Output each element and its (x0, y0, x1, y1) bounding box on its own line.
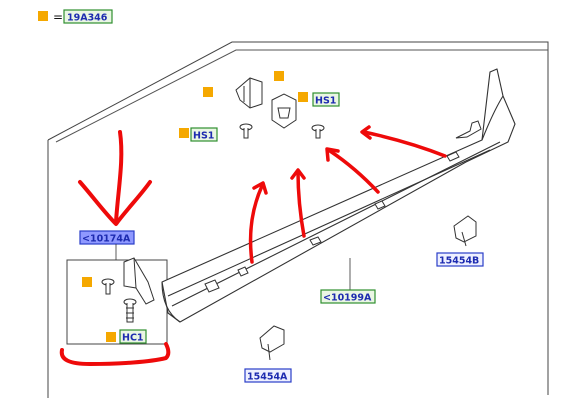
red-down-arrow (78, 130, 152, 226)
svg-text:HC1: HC1 (122, 333, 144, 344)
inset-screw (123, 298, 137, 323)
svg-text:15454A: 15454A (247, 372, 288, 383)
legend-code: 19A346 (67, 13, 108, 24)
callout-hc1: HC1 (119, 329, 147, 344)
push-pin-right (311, 124, 325, 139)
clip-4 (374, 200, 386, 210)
arrow-2 (296, 170, 306, 238)
arrow-3 (328, 149, 380, 194)
svg-text:HS1: HS1 (193, 131, 214, 142)
red-arrows (248, 125, 447, 264)
outer-frame (47, 41, 549, 398)
svg-text:<10199A: <10199A (323, 293, 372, 304)
clip-3 (309, 236, 322, 246)
callout-15454b: 15454B (436, 252, 484, 267)
callout-15454a: 15454A (244, 368, 292, 383)
inset-bracket (123, 257, 155, 305)
legend-marker-square (38, 11, 48, 21)
top-clips (235, 77, 297, 129)
bracket-clip (235, 77, 263, 109)
legend-equals: = (53, 10, 63, 24)
inset-push-pin (101, 278, 115, 295)
inset-marker-square-a (82, 277, 92, 287)
arrow-2-head (290, 168, 306, 180)
inset-marker-square-b (106, 332, 116, 342)
push-pin-left (239, 123, 253, 139)
svg-text:HS1: HS1 (315, 96, 336, 107)
retainer-clip (271, 93, 297, 129)
clip-15454a (259, 325, 285, 361)
arrow-4 (362, 130, 447, 158)
marker-square-a (203, 87, 213, 97)
svg-text:<10174A: <10174A (82, 234, 131, 245)
callout-10199a: <10199A (320, 289, 376, 304)
marker-square-c (298, 92, 308, 102)
legend: = 19A346 (38, 9, 113, 24)
clip-5 (446, 151, 460, 162)
inner-frame (55, 49, 548, 143)
inset-box (66, 259, 168, 345)
callout-10174a: <10174A (79, 230, 135, 245)
moulding-clips (204, 120, 482, 293)
marker-square-b (274, 71, 284, 81)
clip-2 (237, 266, 249, 277)
arrow-1 (248, 184, 264, 264)
clip-6 (455, 120, 482, 139)
legend-code-box (63, 9, 113, 24)
arrow-1-head (252, 181, 268, 195)
arrow-3-head (325, 147, 340, 162)
arrow-4-head (360, 125, 372, 140)
marker-square-d (179, 128, 189, 138)
red-underline-bracket (59, 342, 171, 367)
clip-1 (204, 279, 220, 293)
clip-15454b (453, 215, 477, 247)
callout-hs1-top: HS1 (312, 92, 340, 107)
callout-hs1-left: HS1 (190, 127, 218, 142)
svg-text:15454B: 15454B (439, 256, 479, 267)
